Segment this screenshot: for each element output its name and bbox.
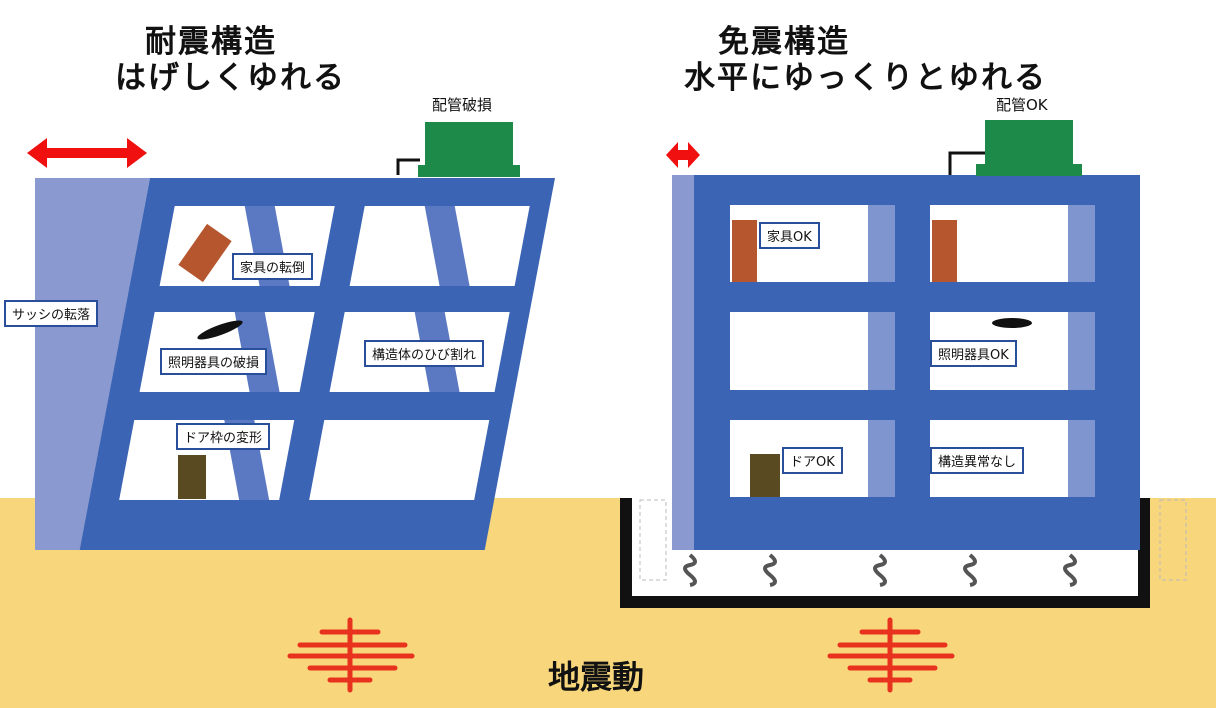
left-subtitle: はげしくゆれる [115, 60, 346, 96]
quake-icon-right [827, 617, 955, 693]
label-light-ok: 照明器具OK [930, 340, 1017, 367]
isolator-springs [683, 553, 1077, 587]
right-subtitle: 水平にゆっくりとゆれる [684, 60, 1047, 96]
right-equipment [985, 120, 1073, 168]
door-ok [750, 454, 780, 497]
broken-light [197, 320, 243, 340]
left-title: 耐震構造 [145, 24, 277, 60]
ground-motion-label: 地震動 [548, 658, 645, 696]
label-furniture-toppled: 家具の転倒 [232, 253, 314, 280]
left-pipe-label: 配管破損 [432, 96, 493, 114]
label-door-deformed: ドア枠の変形 [176, 423, 271, 450]
furniture-ok [732, 220, 757, 282]
label-light-broken: 照明器具の破損 [160, 348, 268, 375]
quake-icon-left [287, 617, 415, 693]
isolation-pit [620, 498, 1150, 608]
toppled-furniture [178, 223, 232, 283]
left-building-ghost [35, 178, 150, 550]
label-structure-ok: 構造異常なし [930, 447, 1025, 474]
light-ok [992, 318, 1032, 328]
right-pipe-label: 配管OK [996, 96, 1048, 114]
deformed-door [178, 455, 206, 499]
left-sway-arrow-icon [27, 138, 147, 168]
right-sway-arrow-icon [666, 142, 700, 168]
label-door-ok: ドアOK [782, 447, 843, 474]
right-title: 免震構造 [718, 24, 850, 60]
label-structure-crack: 構造体のひび割れ [364, 340, 485, 367]
label-furniture-ok: 家具OK [759, 222, 820, 249]
label-sash-fall: サッシの転落 [4, 300, 99, 327]
